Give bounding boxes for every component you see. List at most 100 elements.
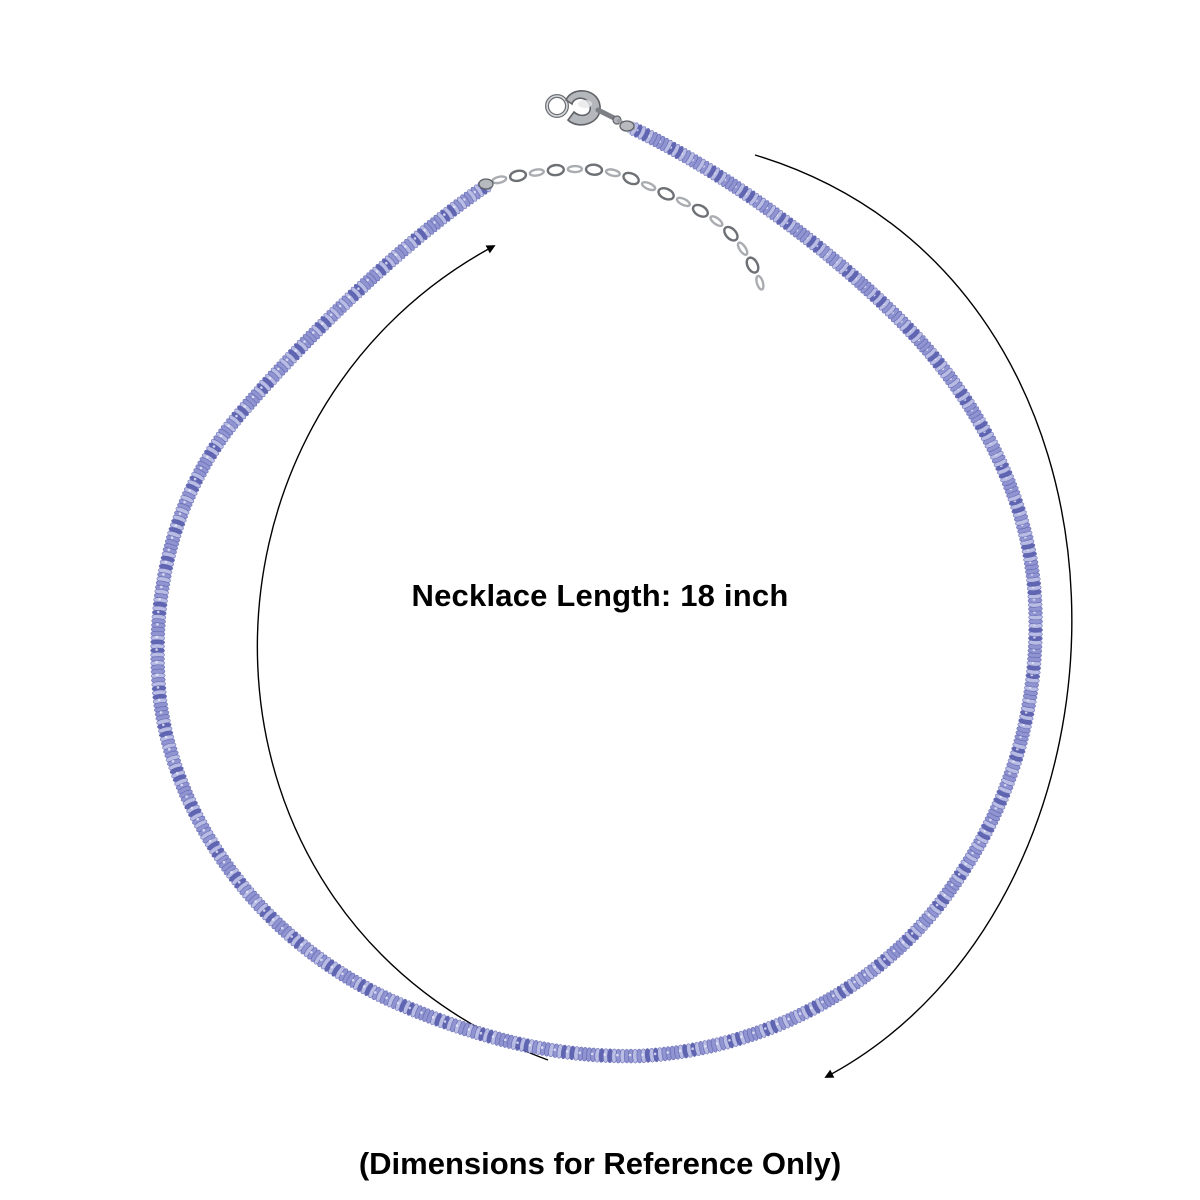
bead-highlight [159,711,163,714]
bead-highlight [504,1038,507,1042]
bead-highlight [155,635,159,639]
bead-highlight [787,1017,790,1021]
bead-highlight [832,994,835,997]
bead-highlight [162,723,165,727]
bead-highlight [853,980,856,984]
bead-highlight [553,1048,556,1051]
bead-highlight [420,1011,423,1014]
bead-highlight [910,932,914,935]
bead-highlight [764,1027,767,1030]
bead-highlight [222,860,226,864]
bead-highlight [892,949,896,953]
bead-highlight [175,771,179,775]
bead-highlight [491,1035,495,1038]
chain-link [657,186,675,201]
chain-link [604,168,621,178]
bead-highlight [603,1053,607,1056]
bead-highlight [190,806,194,810]
chain-link [584,163,604,176]
bead-highlight [873,965,877,969]
bead-highlight [590,1052,594,1056]
bead-highlight [919,922,923,926]
bead-highlight [810,1006,813,1010]
chain-link [723,225,739,242]
bead-highlight [943,893,946,897]
lobster-clasp-icon [545,90,635,130]
bead-highlight [199,466,203,470]
end-cap-icon [478,120,635,190]
bead-highlight [565,1050,569,1053]
bead-highlight [168,747,171,751]
bead-highlight [641,1053,644,1057]
bead-highlight [540,1046,544,1049]
bead-highlight [230,871,233,874]
bead-highlight [463,198,466,201]
bead-highlight [479,1031,483,1035]
chain-link [691,203,709,218]
bead-highlight [347,296,351,299]
bead-highlight [208,839,212,843]
bead-highlight [303,340,306,343]
bead-highlight [156,686,160,689]
bead-highlight [994,807,998,810]
chain-link [546,163,565,177]
bead-highlight [385,996,388,1000]
bead-highlight [616,1053,619,1057]
chain-link [622,171,640,186]
bead-highlight [157,698,161,702]
bead-highlight [285,358,289,362]
necklace-length-label: Necklace Length: 18 inch [411,578,789,613]
bead-highlight [227,424,230,428]
bead-highlight [155,660,158,664]
bead-highlight [300,943,303,946]
bead-highlight [374,991,377,994]
bead-highlight [219,434,223,438]
bead-highlight [798,1012,802,1015]
bead-highlight [277,367,280,371]
tanzanite-bead-strand [150,121,1043,1064]
bead-highlight [950,883,954,886]
bead-highlight [957,873,961,876]
bead-highlight [452,205,456,209]
bead-highlight [156,623,159,626]
bead-highlight [294,349,298,353]
bead-highlight [473,190,476,194]
bead-highlight [375,270,379,273]
bead-highlight [251,395,255,399]
bead-highlight [171,760,175,763]
bead-highlight [341,972,344,976]
bead-highlight [206,455,209,459]
left-measure-arrow [256,245,549,1061]
bead-highlight [196,817,199,821]
bead-highlight [235,414,238,418]
bead-highlight [320,958,323,962]
bead-highlight [666,1051,669,1054]
bead-highlight [268,377,272,380]
bead-highlight [385,261,388,265]
bead-highlight [413,237,417,240]
chain-link [736,241,749,256]
bead-highlight [262,909,266,912]
bead-highlight [160,585,163,589]
bead-highlight [237,880,241,884]
bead-highlight [404,245,407,248]
chain-link [709,215,724,228]
chain-link [508,169,528,183]
bead-highlight [290,935,294,938]
bead-highlight [329,313,333,317]
bead-highlight [467,1028,471,1031]
bead-highlight [180,783,183,787]
bead-highlight [964,862,968,865]
bead-highlight [202,828,205,832]
bead-highlight [935,903,939,907]
bead-highlight [174,524,178,527]
bead-highlight [164,735,168,739]
bead-highlight [423,229,426,232]
bead-highlight [188,489,191,492]
bead-highlight [260,386,263,389]
bead-highlight [158,598,161,601]
bead-highlight [212,445,216,448]
bead-highlight [243,405,246,408]
bead-highlight [678,1049,682,1053]
bead-highlight [775,1022,779,1026]
